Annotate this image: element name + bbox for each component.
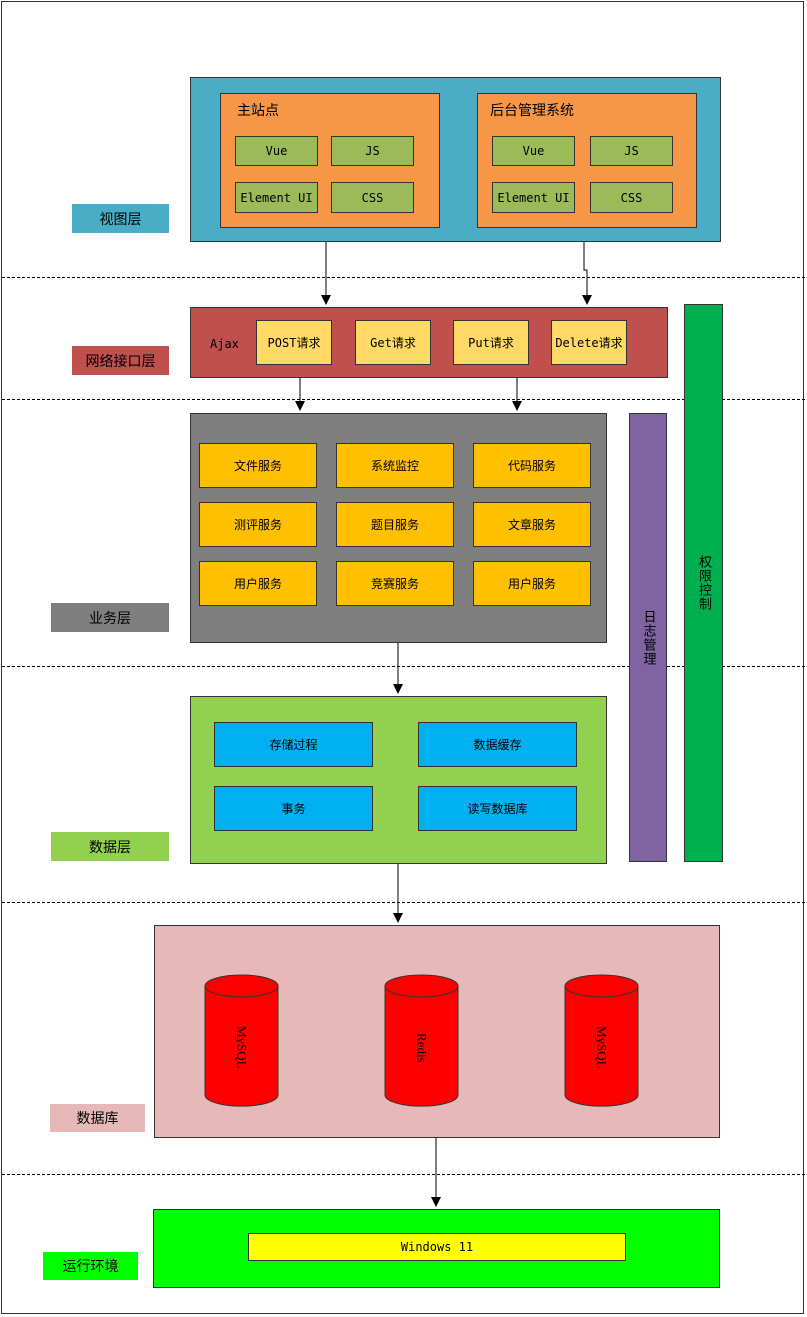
layer-label-business: 业务层 [51, 603, 169, 632]
separator [2, 902, 805, 903]
db-redis-label: Redis [414, 1032, 430, 1063]
tech-element-ui: Element UI [492, 182, 575, 213]
database-cylinder [564, 974, 639, 1107]
tech-vue: Vue [492, 136, 575, 166]
arrow-connector [582, 242, 592, 305]
service-contest: 竞赛服务 [336, 561, 454, 606]
auth-control-label: 权限控制 [696, 555, 711, 611]
data-cache: 数据缓存 [418, 722, 577, 767]
request-get: Get请求 [355, 320, 431, 365]
log-management-label: 日志管理 [640, 609, 656, 666]
request-post: POST请求 [256, 320, 332, 365]
layer-label-database: 数据库 [50, 1104, 145, 1132]
db-redis-label-wrap: Redis [385, 1000, 458, 1095]
separator [2, 666, 805, 667]
tech-element-ui: Element UI [235, 182, 318, 213]
separator [2, 277, 805, 278]
tech-vue: Vue [235, 136, 318, 166]
service-monitor: 系统监控 [336, 443, 454, 488]
runtime-os: Windows 11 [248, 1233, 626, 1261]
layer-label-view: 视图层 [72, 204, 169, 233]
data-transaction: 事务 [214, 786, 373, 831]
request-delete: Delete请求 [551, 320, 627, 365]
tech-css: CSS [590, 182, 673, 213]
log-management-bar: 日志管理 [629, 413, 667, 862]
db-mysql-label: MySQL [234, 1026, 250, 1069]
main-site-title: 主站点 [237, 103, 279, 119]
service-judge: 测评服务 [199, 502, 317, 547]
separator [2, 1174, 805, 1175]
data-stored-procedure: 存储过程 [214, 722, 373, 767]
auth-control-bar: 权限控制 [684, 304, 723, 862]
database-cylinder [204, 974, 279, 1107]
db-mysql-label-wrap: MySQL [205, 1000, 278, 1095]
request-put: Put请求 [453, 320, 529, 365]
service-code: 代码服务 [473, 443, 591, 488]
service-file: 文件服务 [199, 443, 317, 488]
service-article: 文章服务 [473, 502, 591, 547]
layer-label-network: 网络接口层 [72, 346, 169, 375]
admin-title: 后台管理系统 [490, 103, 574, 119]
layer-label-data: 数据层 [51, 832, 169, 861]
database-cylinder [384, 974, 459, 1107]
data-read-write-db: 读写数据库 [418, 786, 577, 831]
ajax-label: Ajax [210, 337, 239, 351]
layer-label-runtime: 运行环境 [43, 1252, 138, 1280]
tech-css: CSS [331, 182, 414, 213]
service-problem: 题目服务 [336, 502, 454, 547]
db-mysql-label: MySQL [594, 1026, 610, 1069]
tech-js: JS [590, 136, 673, 166]
separator [2, 399, 805, 400]
service-user: 用户服务 [199, 561, 317, 606]
tech-js: JS [331, 136, 414, 166]
db-mysql-label-wrap: MySQL [565, 1000, 638, 1095]
service-user: 用户服务 [473, 561, 591, 606]
